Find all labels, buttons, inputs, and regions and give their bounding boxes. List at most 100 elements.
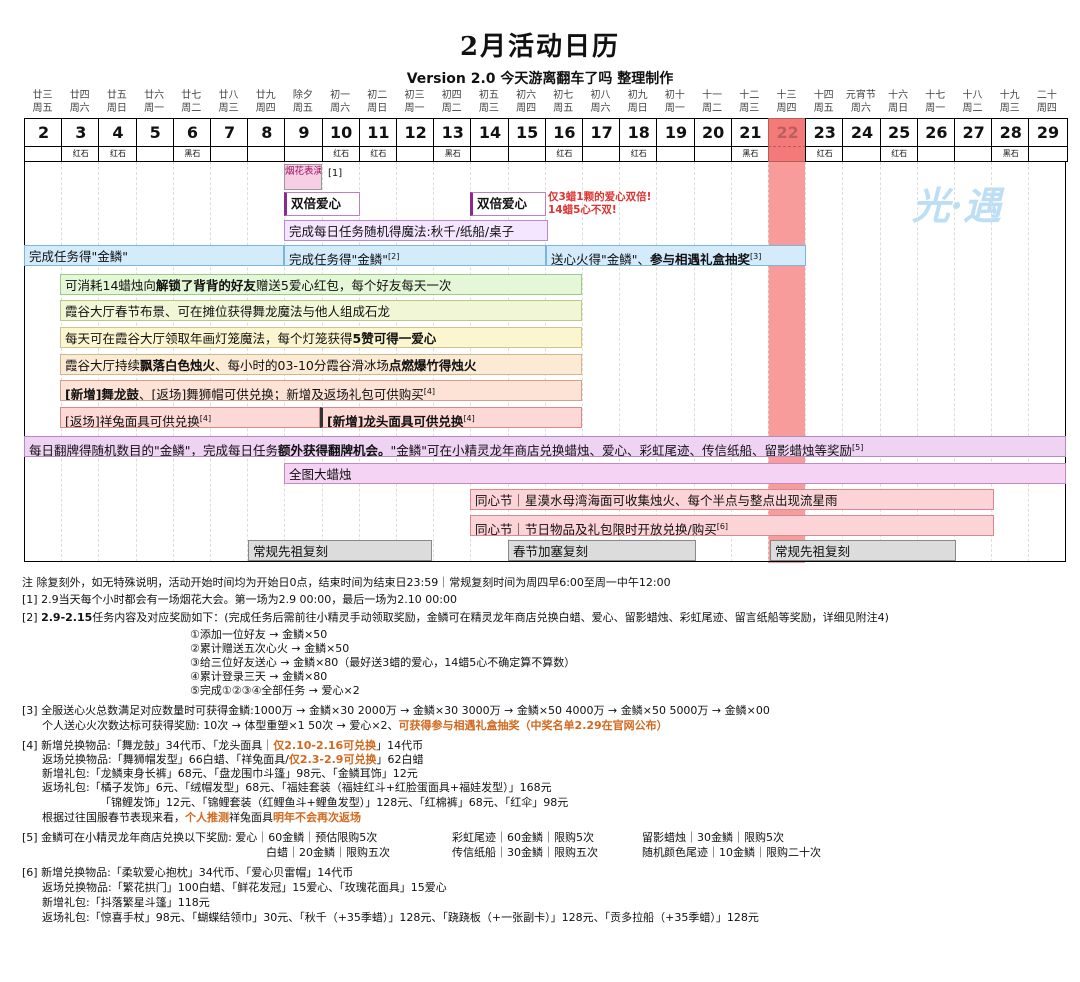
grid-line	[991, 162, 993, 562]
note-1: [1] 2.9当天每个小时都会有一场烟花大会。第一场为2.9 00:00，最后一…	[22, 593, 457, 606]
date-cell: 19	[656, 118, 695, 147]
stone-cell	[470, 146, 509, 162]
weekday: 周六	[69, 103, 90, 114]
stone-cell	[916, 146, 955, 162]
stone-cell: 黑石	[172, 146, 211, 162]
lunar-day: 元宵节	[845, 90, 876, 101]
weekday: 周五	[553, 103, 574, 114]
stone-cell: 黑石	[991, 146, 1030, 162]
note-2-item: ⑤完成①②③④全部任务 → 爱心×2	[190, 684, 360, 697]
lunar-day: 十六	[888, 90, 909, 101]
stone-cell	[693, 146, 732, 162]
date-cell: 25	[879, 118, 918, 147]
date-cell: 4	[98, 118, 137, 147]
event-row-3: 每天可在霞谷大厅领取年画灯笼魔法，每个灯笼获得5赞可得一爱心	[60, 327, 582, 348]
lunar-day: 廿八	[218, 90, 239, 101]
stone-cell: 红石	[98, 146, 137, 162]
double-note: 仅3蜡1颗的爱心双倍!14蜡5心不双!	[548, 191, 652, 216]
stone-cell: 黑石	[433, 146, 472, 162]
note-5e: 传信纸船｜30金鳞｜限购五次	[452, 846, 598, 859]
lunar-day: 初二	[367, 90, 388, 101]
fireworks-bar: 烟花表演	[284, 164, 322, 190]
grid-line	[768, 162, 769, 562]
date-cell: 14	[470, 118, 509, 147]
lunar-day: 初九	[627, 90, 648, 101]
grid-line	[582, 162, 583, 562]
weekday: 周二	[702, 103, 723, 114]
gold-bar-1: 完成任务得"金鳞"	[24, 245, 284, 266]
weekday: 周日	[106, 103, 127, 114]
lunar-day: 初八	[590, 90, 611, 101]
double-love-bar-1: 双倍爱心	[284, 192, 360, 216]
grid-line	[879, 162, 881, 562]
stone-cell: 红石	[61, 146, 100, 162]
stone-cell: 红石	[321, 146, 360, 162]
note-4d: 返场礼包:「橘子发饰」6元、「绒帽发型」68元、「福娃套装（福娃红斗+红脸蛋面具…	[42, 781, 552, 794]
note-6b: 返场兑换物品:「繁花拱门」100白蜡、「鲜花发冠」15爱心、「玫瑰花面具」15爱…	[42, 881, 447, 894]
weekday: 周六	[590, 103, 611, 114]
note-4a: [4] 新增兑换物品:「舞龙鼓」34代币、「龙头面具｜仅2.10-2.16可兑换…	[22, 739, 424, 752]
event-row-10: 同心节｜节日物品及礼包限时开放兑换/购买[6]	[470, 515, 994, 536]
note-2-item: ②累计赠送五次心火 → 金鳞×50	[190, 642, 350, 655]
note-0: 注 除复刻外，如无特殊说明，活动开始时间均为开始日0点，结束时间为结束日23:5…	[22, 576, 671, 589]
lunar-day: 初十	[664, 90, 685, 101]
note-4f: 根据过往国服春节表现来看，个人推测祥兔面具明年不会再次返场	[42, 811, 361, 824]
stone-cell: 红石	[544, 146, 583, 162]
gold-bar-2: 完成任务得"金鳞"[2]	[284, 245, 546, 266]
event-row-7: 每日翻牌得随机数目的"金鳞"，完成每日任务额外获得翻牌机会。"金鳞"可在小精灵龙…	[24, 436, 1066, 457]
lunar-day: 初六	[516, 90, 537, 101]
date-cell: 26	[916, 118, 955, 147]
page-subtitle: Version 2.0 今天游离翻车了吗 整理制作	[406, 71, 674, 87]
weekday: 周四	[776, 103, 797, 114]
date-cell: 2	[24, 118, 63, 147]
grid-line	[730, 162, 732, 562]
stone-cell	[656, 146, 695, 162]
lunar-day: 十三	[776, 90, 797, 101]
note-3b: 个人送心火次数达标可获得奖励: 10次 → 体型重塑×1 50次 → 爱心×2、…	[42, 719, 668, 732]
weekday: 周四	[516, 103, 537, 114]
weekday: 周二	[962, 103, 983, 114]
note-5d: 白蜡｜20金鳞｜限购五次	[266, 846, 390, 859]
weekday: 周日	[627, 103, 648, 114]
lunar-day: 初一	[330, 90, 351, 101]
note-2-item: ④累计登录三天 → 金鳞×80	[190, 670, 328, 683]
lunar-day: 廿九	[255, 90, 276, 101]
date-cell: 15	[507, 118, 546, 147]
stone-cell: 红石	[879, 146, 918, 162]
note-5a: [5] 金鳞可在小精灵龙年商店兑换以下奖励: 爱心｜60金鳞｜预估限购5次	[22, 831, 378, 844]
grid-line	[954, 162, 955, 562]
grid-border	[24, 162, 1066, 562]
spirit-rerun-1: 常规先祖复刻	[248, 540, 432, 561]
weekday: 周五	[32, 103, 53, 114]
date-cell: 29	[1028, 118, 1068, 147]
lunar-day: 初七	[553, 90, 574, 101]
grid-line	[619, 162, 621, 562]
grid-line	[805, 162, 807, 562]
grid-line	[916, 162, 918, 562]
stone-cell: 红石	[358, 146, 397, 162]
weekday: 周三	[739, 103, 760, 114]
stone-cell: 红石	[805, 146, 844, 162]
date-cell: 17	[582, 118, 621, 147]
highlight-column	[768, 118, 806, 563]
weekday: 周一	[404, 103, 425, 114]
note-3a: [3] 全服送心火总数满足对应数量时可获得金鳞:1000万 → 金鳞×30 20…	[22, 704, 770, 717]
fireworks-ref: [1]	[328, 168, 343, 179]
stone-cell	[210, 146, 249, 162]
stone-cell	[582, 146, 621, 162]
note-6c: 新增礼包:「抖落繁星斗篷」118元	[42, 896, 210, 909]
stone-cell	[284, 146, 323, 162]
page-title: 2月活动日历	[459, 32, 621, 62]
grid-line	[842, 162, 844, 562]
lunar-day: 十四	[813, 90, 834, 101]
weekday: 周三	[478, 103, 499, 114]
note-6a: [6] 新增兑换物品:「柔软爱心抱枕」34代币、「爱心贝雷帽」14代币	[22, 866, 354, 879]
date-cell: 21	[730, 118, 769, 147]
stone-cell: 黑石	[730, 146, 769, 162]
date-cell: 24	[842, 118, 881, 147]
lunar-day: 廿五	[106, 90, 127, 101]
lunar-day: 十二	[739, 90, 760, 101]
note-5b: 彩虹尾迹｜60金鳞｜限购5次	[452, 831, 594, 844]
sky-logo: 光·遇	[912, 183, 1002, 228]
date-cell: 3	[61, 118, 100, 147]
